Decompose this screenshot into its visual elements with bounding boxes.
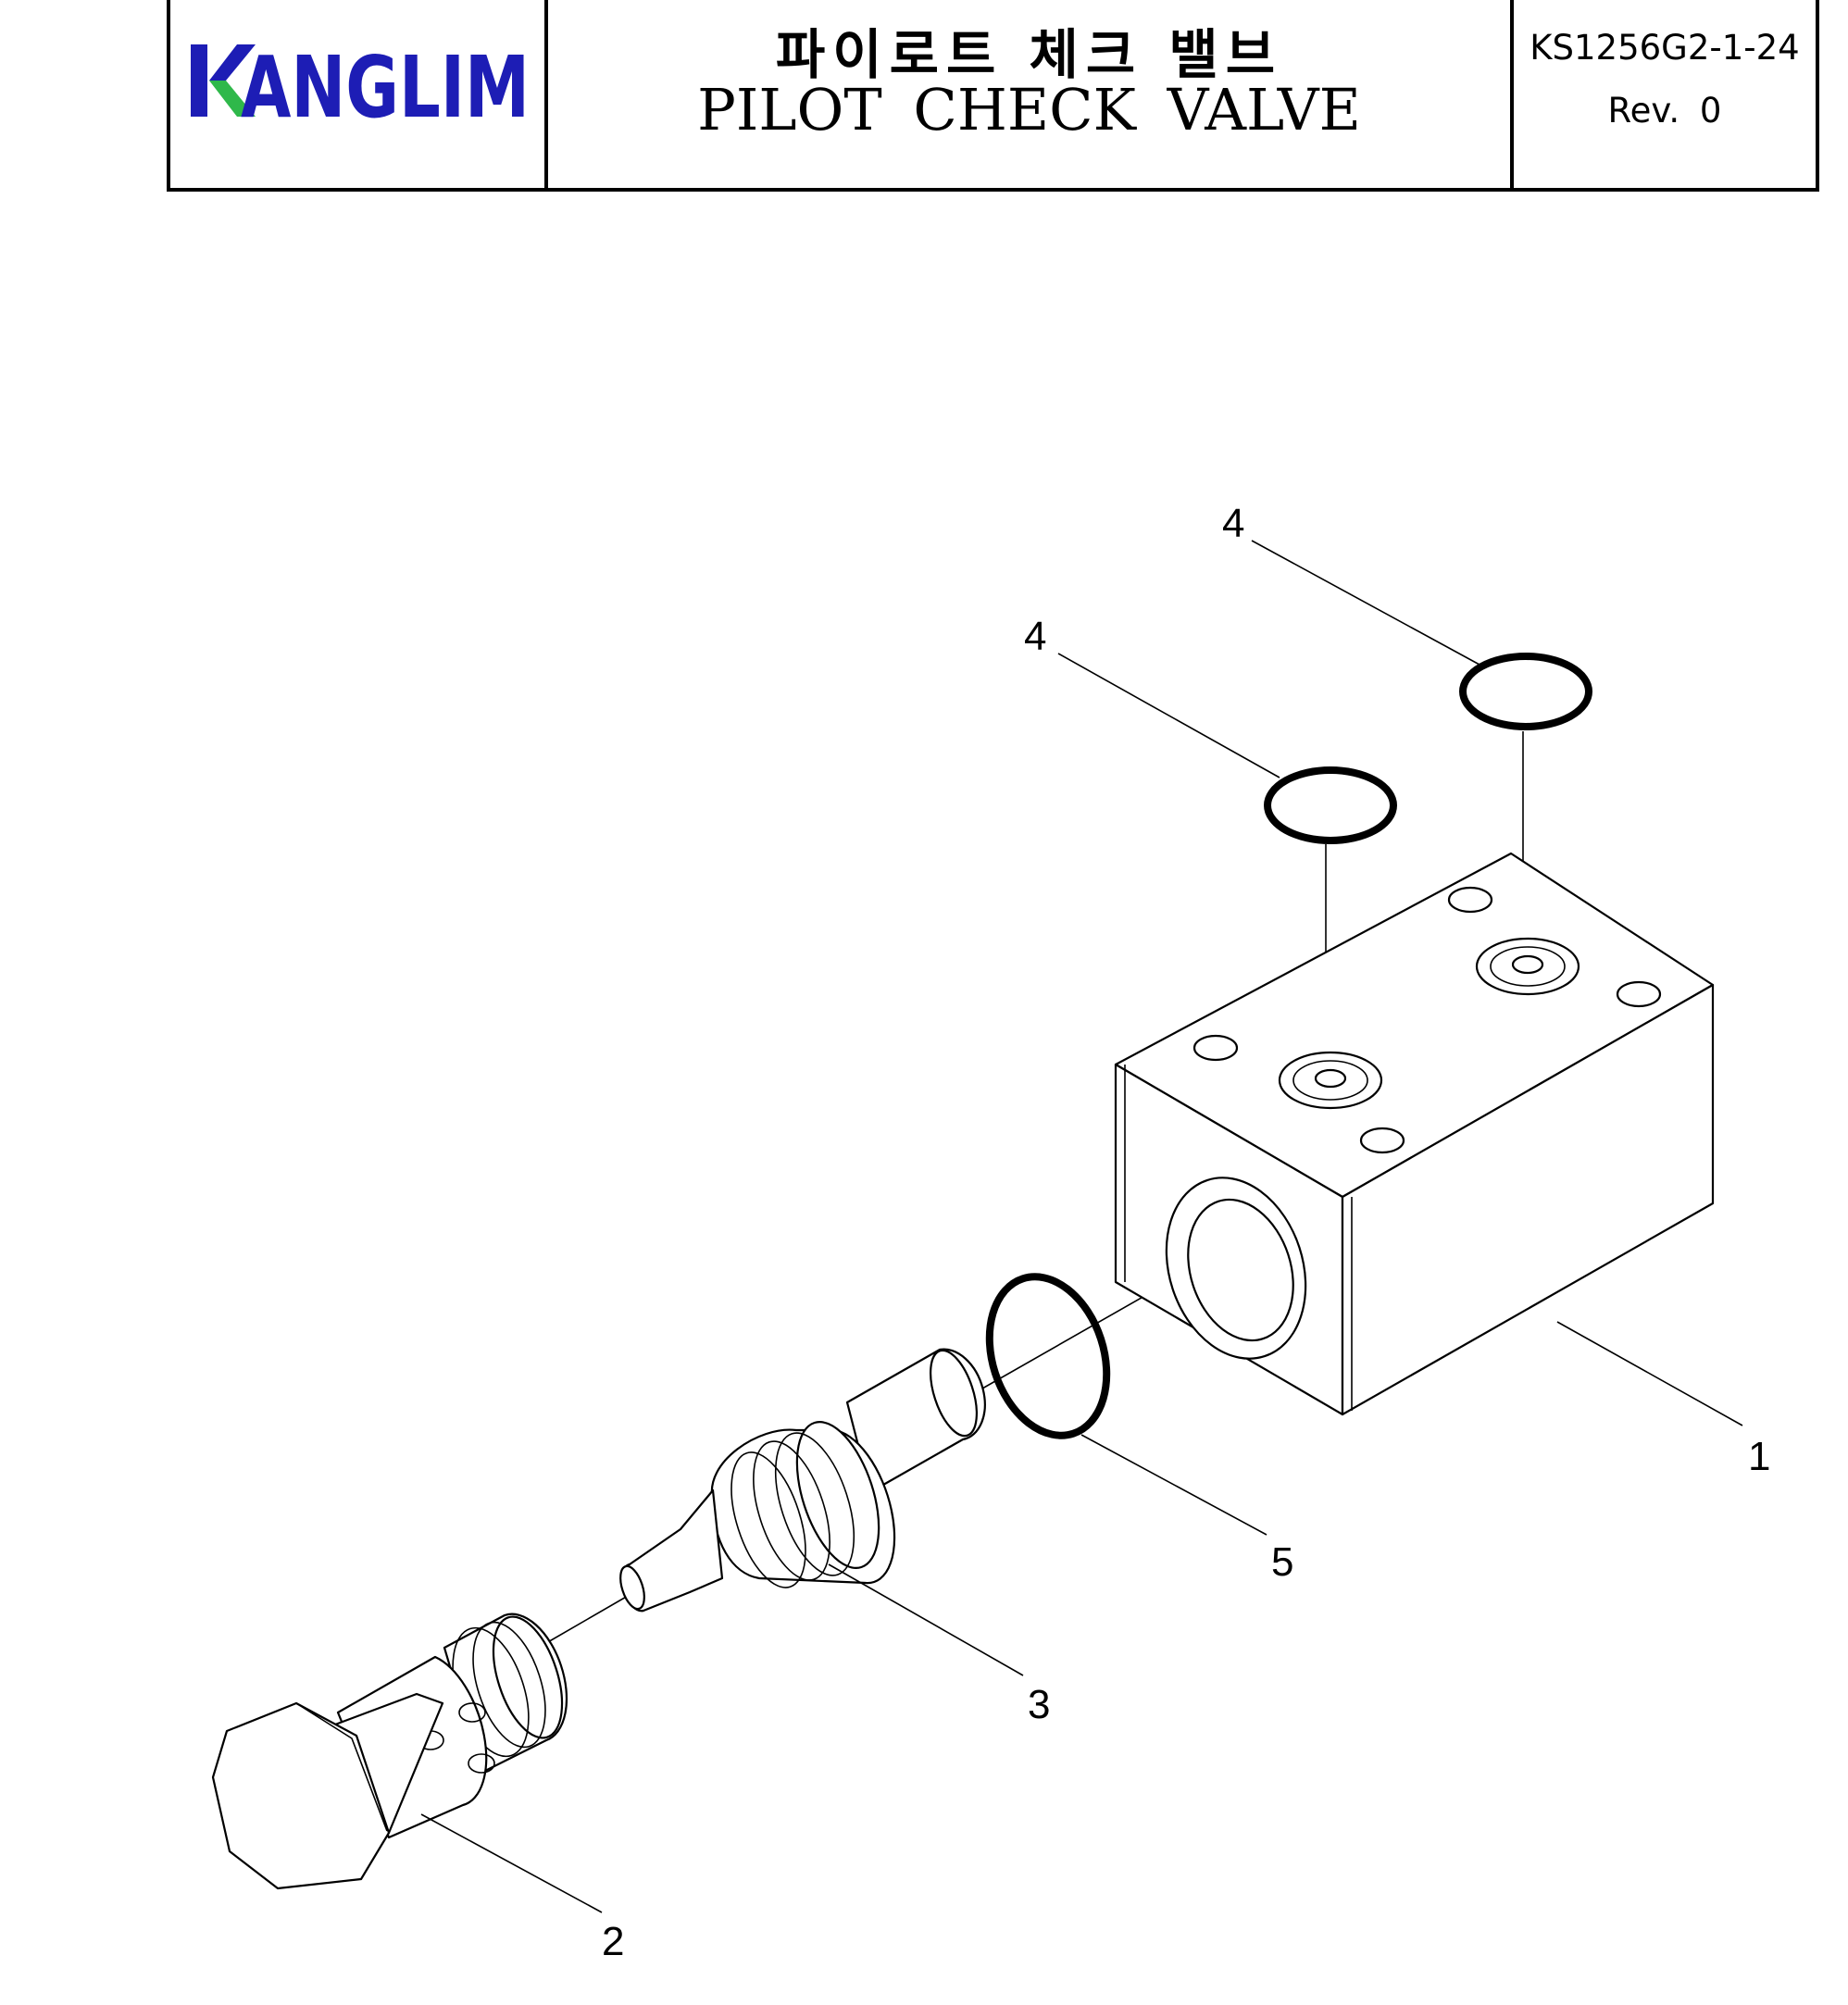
document-number: KS1256G2-1-24 (1530, 28, 1800, 68)
o-ring-front (985, 1273, 1111, 1439)
callout-1: 1 (1748, 1434, 1770, 1479)
callout-2: 2 (602, 1919, 624, 1964)
kanglim-logo: ANGLIM (191, 39, 530, 122)
revision-label: Rev. 0 (1607, 91, 1722, 131)
callout-4b: 4 (1024, 614, 1046, 659)
title-korean: 파이로트 체크 밸브 (775, 23, 1283, 86)
callout-3: 3 (1028, 1682, 1050, 1727)
svg-text:ANGLIM: ANGLIM (241, 39, 530, 122)
leader-lines (420, 540, 1743, 1913)
title-block: ANGLIM 파이로트 체크 밸브 PILOT CHECK VALVE KS12… (167, 0, 1819, 197)
logo-cell: ANGLIM (167, 0, 544, 192)
o-ring-upper-right (1459, 653, 1592, 730)
hex-plug-bolt (211, 1613, 568, 1890)
callouts: 4 4 1 5 3 2 (602, 501, 1770, 1964)
code-cell: KS1256G2-1-24 Rev. 0 (1510, 0, 1819, 192)
title-cell: 파이로트 체크 밸브 PILOT CHECK VALVE (544, 0, 1510, 192)
poppet-piston (619, 1348, 986, 1613)
callout-5: 5 (1271, 1539, 1293, 1585)
title-english: PILOT CHECK VALVE (697, 76, 1361, 143)
valve-body (1114, 852, 1715, 1416)
callout-4a: 4 (1222, 501, 1244, 546)
o-ring-upper-left (1264, 766, 1397, 844)
